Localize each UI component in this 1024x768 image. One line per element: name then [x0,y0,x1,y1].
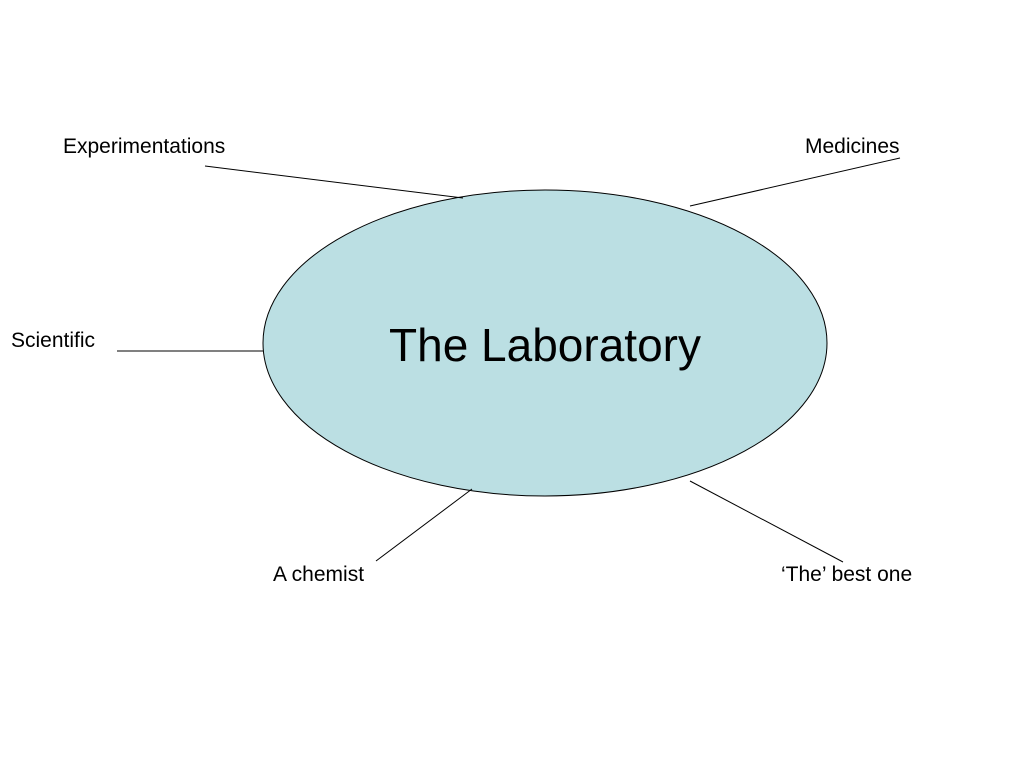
connector-experimentations [204,165,464,199]
central-ellipse [262,189,828,497]
center-title: The Laboratory [389,319,701,371]
connector-medicines [689,157,901,207]
connector-best-one [689,480,844,563]
label-scientific: Scientific [11,329,96,352]
connector-a-chemist [375,488,473,562]
label-a-chemist: A chemist [273,563,365,586]
label-best-one: ‘The’ best one [781,563,913,586]
label-medicines: Medicines [805,135,900,158]
label-experimentations: Experimentations [63,135,226,158]
